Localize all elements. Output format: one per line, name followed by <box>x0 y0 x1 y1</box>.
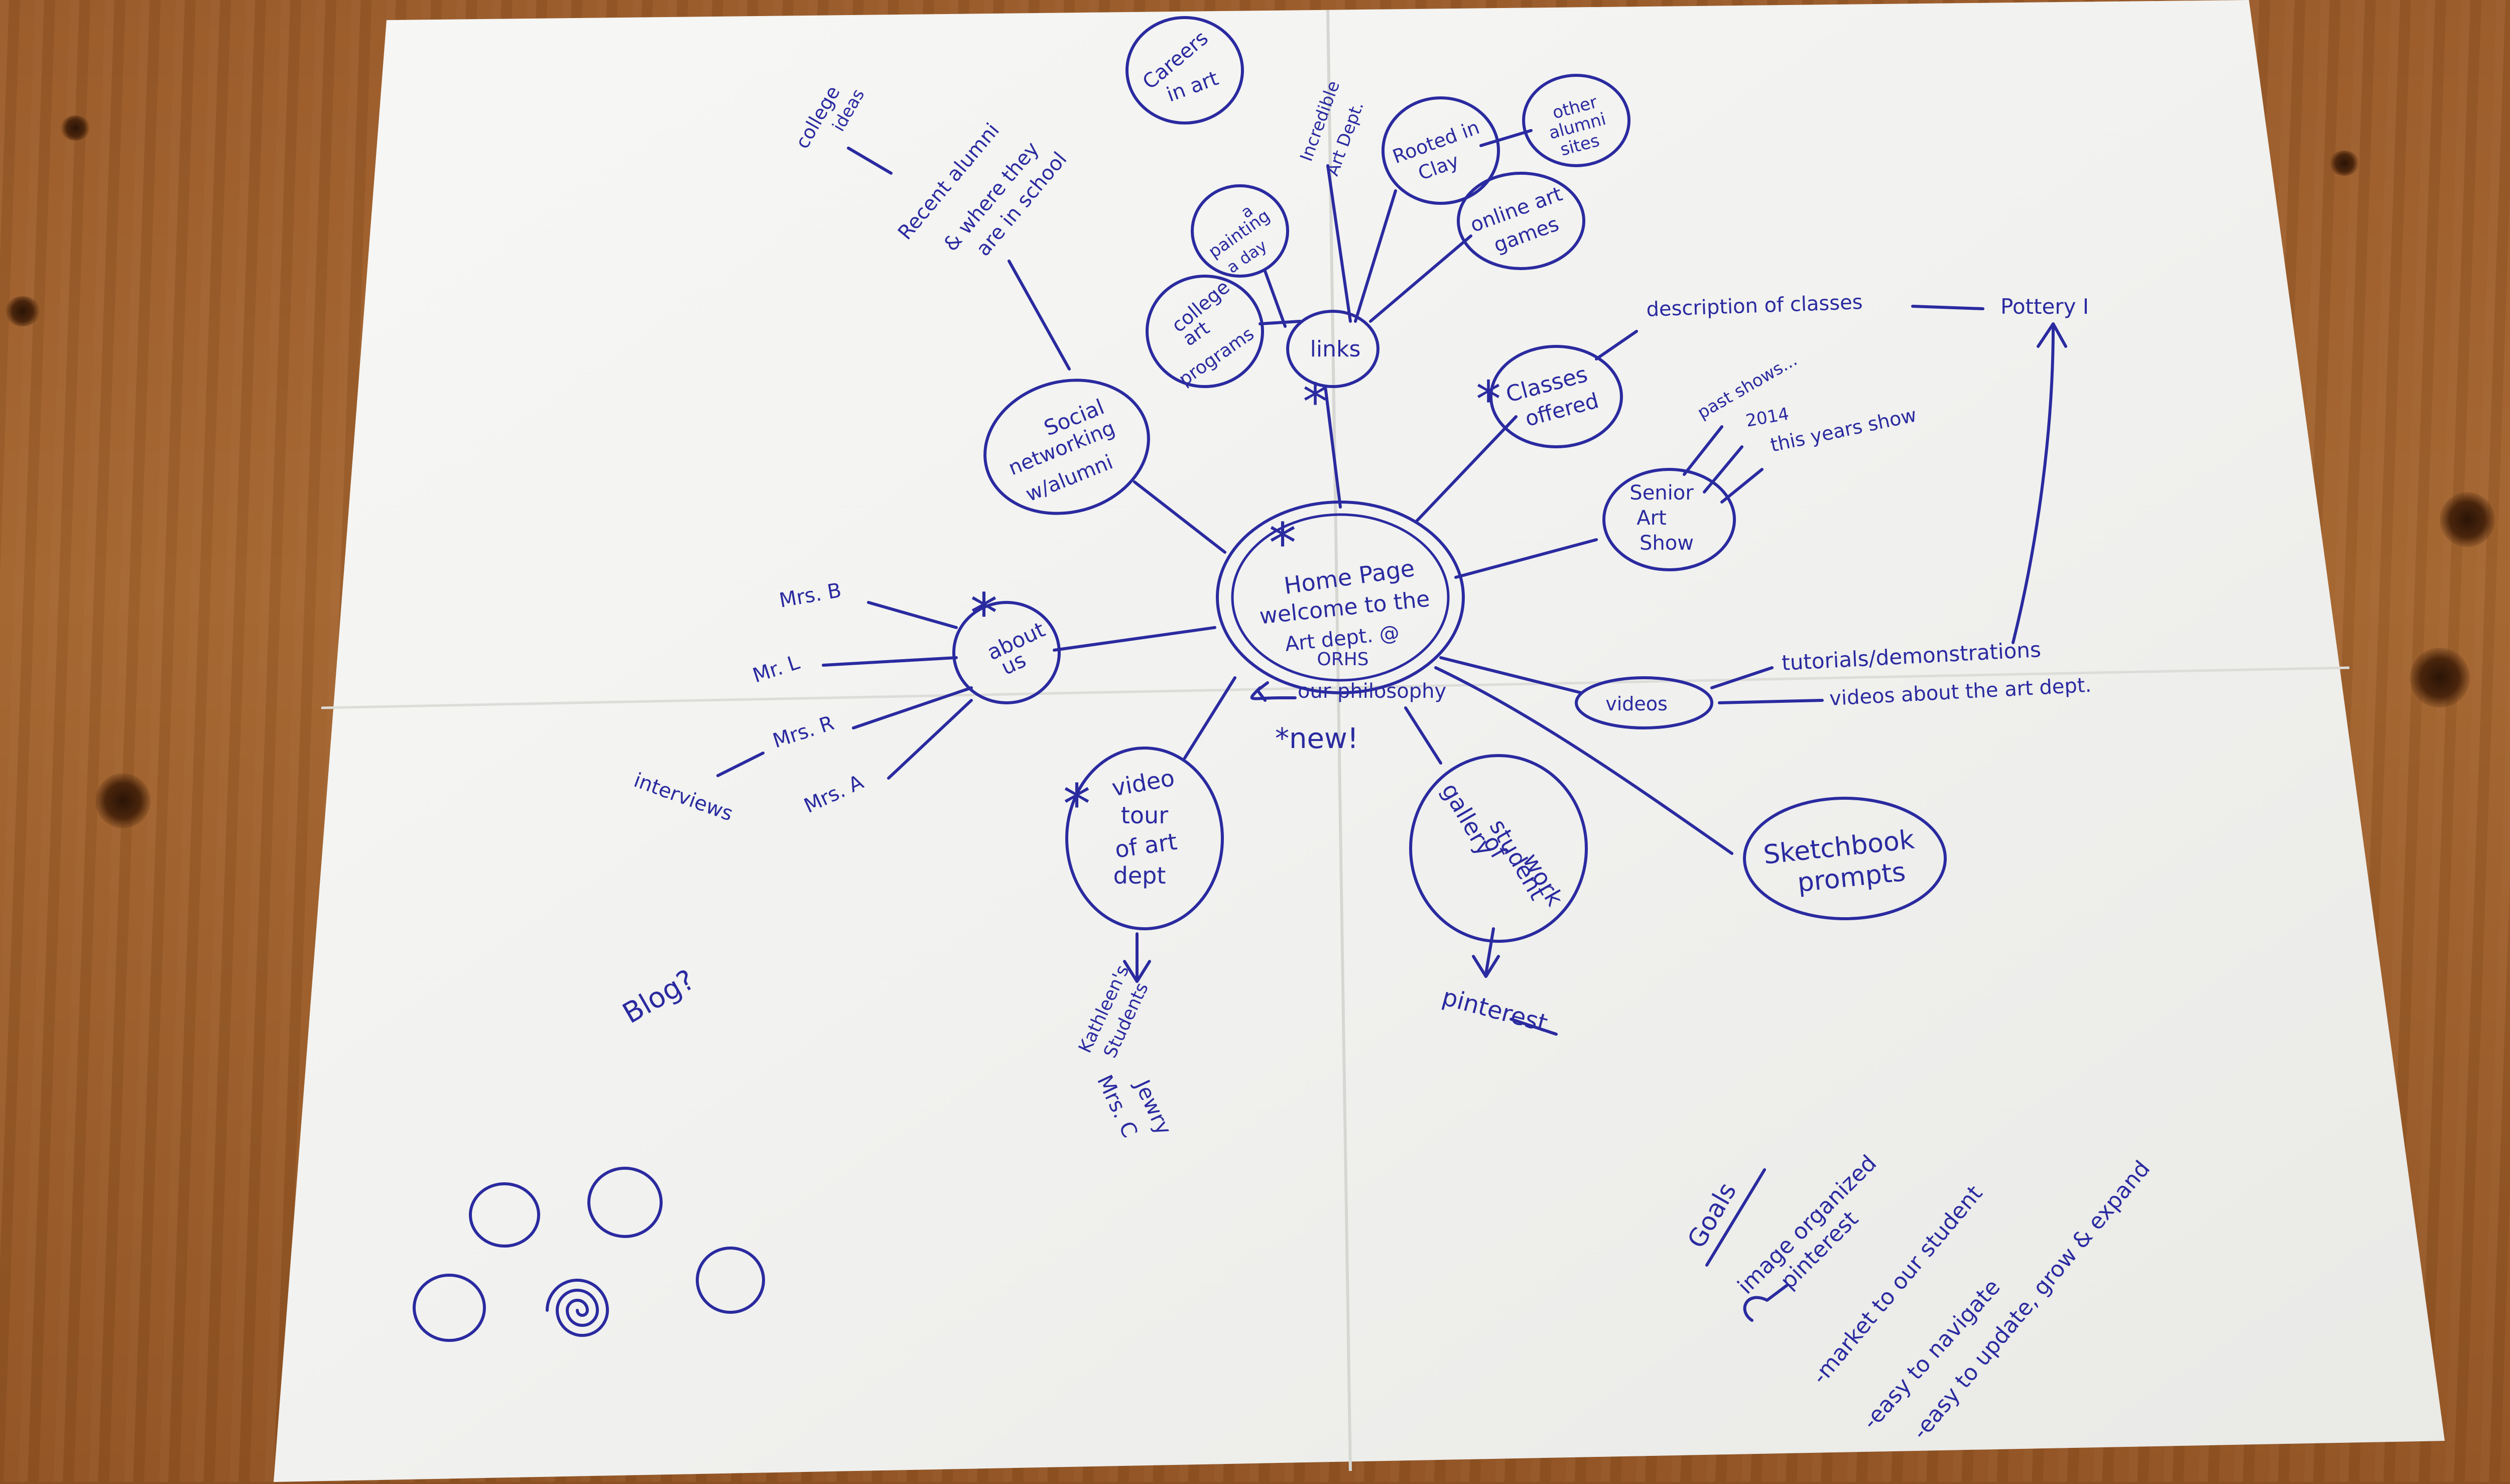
videos-label: videos <box>1605 693 1668 715</box>
senior-art-show-node[interactable]: Senior Art Show <box>1602 468 1736 571</box>
links-node[interactable]: links * <box>1286 310 1379 431</box>
senior-label-3: Show <box>1640 532 1694 555</box>
wood-knot <box>60 115 90 141</box>
connector-lines <box>716 129 2067 983</box>
about-star: * <box>970 581 998 646</box>
home-page-school: ORHS <box>1317 649 1368 670</box>
doodle-circles <box>413 1167 765 1342</box>
video-tour-label-2: tour <box>1121 802 1168 829</box>
senior-label-1: Senior <box>1629 481 1694 505</box>
pottery-label: Pottery I <box>2000 294 2089 319</box>
classes-star: * <box>1476 370 1501 429</box>
videos-node[interactable]: videos <box>1575 676 1713 729</box>
wood-knot <box>95 773 151 828</box>
senior-label-2: Art <box>1637 507 1667 530</box>
wood-knot <box>2329 151 2359 176</box>
fold-line-horizontal <box>321 666 2350 709</box>
new-note: *new! <box>1275 722 1358 755</box>
links-star: * <box>1303 373 1328 431</box>
goal-arrow <box>1743 1284 1789 1322</box>
wood-knot <box>5 296 40 326</box>
philosophy-label: our philosophy <box>1298 680 1446 703</box>
wood-knot <box>2410 648 2470 708</box>
paper <box>274 0 2445 1482</box>
fold-line-vertical <box>1326 10 1352 1471</box>
video-tour-star: * <box>1063 772 1091 836</box>
home-page-star: * <box>1269 511 1297 575</box>
pinterest-underline <box>1510 1018 1558 1036</box>
wood-knot <box>2440 492 2495 547</box>
goals-underline <box>1705 1168 1766 1267</box>
links-label: links <box>1310 336 1361 362</box>
video-tour-label-4: dept <box>1113 862 1166 889</box>
